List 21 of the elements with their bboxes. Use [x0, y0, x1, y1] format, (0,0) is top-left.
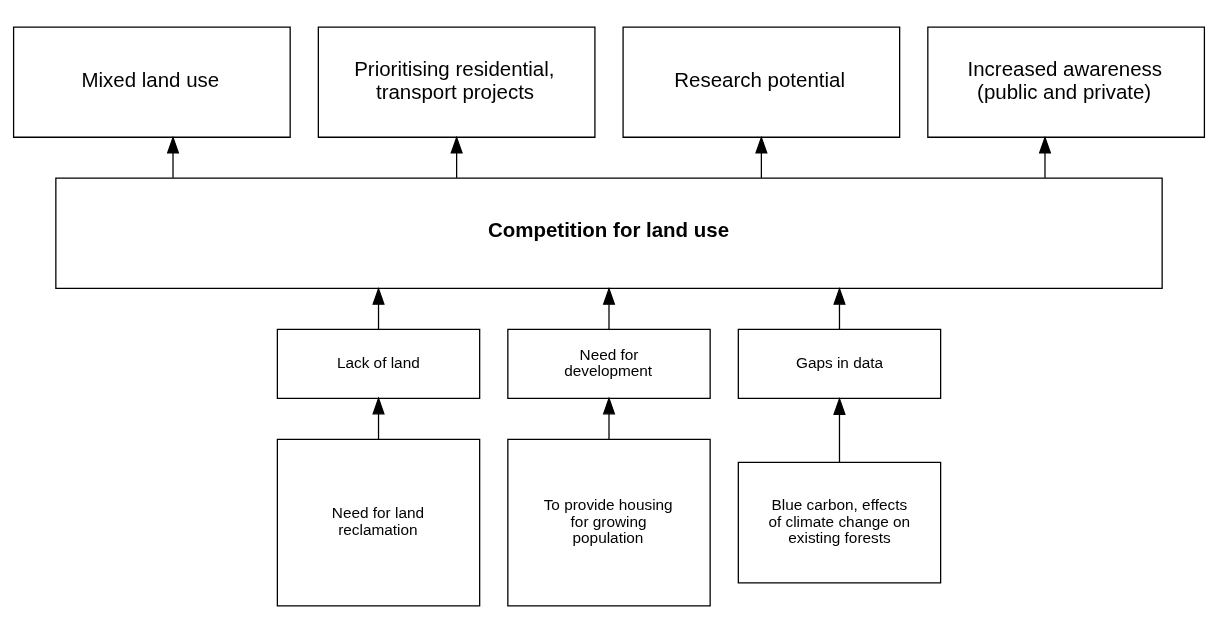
- node-box: Research potential: [622, 26, 901, 138]
- node-box: Need for land reclamation: [276, 438, 481, 606]
- arrow: [372, 286, 385, 330]
- arrow: [833, 396, 846, 463]
- arrow: [1038, 135, 1052, 178]
- arrow: [166, 135, 180, 178]
- arrow: [602, 286, 616, 330]
- node-box: To provide housing for growing population: [507, 438, 711, 606]
- node-box: Lack of land: [276, 328, 481, 399]
- node-box: Increased awareness (public and private): [927, 26, 1206, 138]
- node-box: Blue carbon, effects of climate change on existing forests: [737, 461, 942, 583]
- node-box: Mixed land use: [12, 26, 291, 138]
- arrow: [833, 286, 846, 330]
- node-box: Gaps in data: [737, 328, 942, 399]
- arrow: [755, 135, 768, 178]
- arrow: [450, 135, 463, 178]
- node-box: Competition for land use: [55, 177, 1163, 289]
- arrow: [372, 396, 385, 440]
- node-box: Prioritising residential, transport projects: [317, 26, 596, 138]
- arrow: [602, 396, 616, 440]
- node-box: Need for development: [507, 328, 711, 399]
